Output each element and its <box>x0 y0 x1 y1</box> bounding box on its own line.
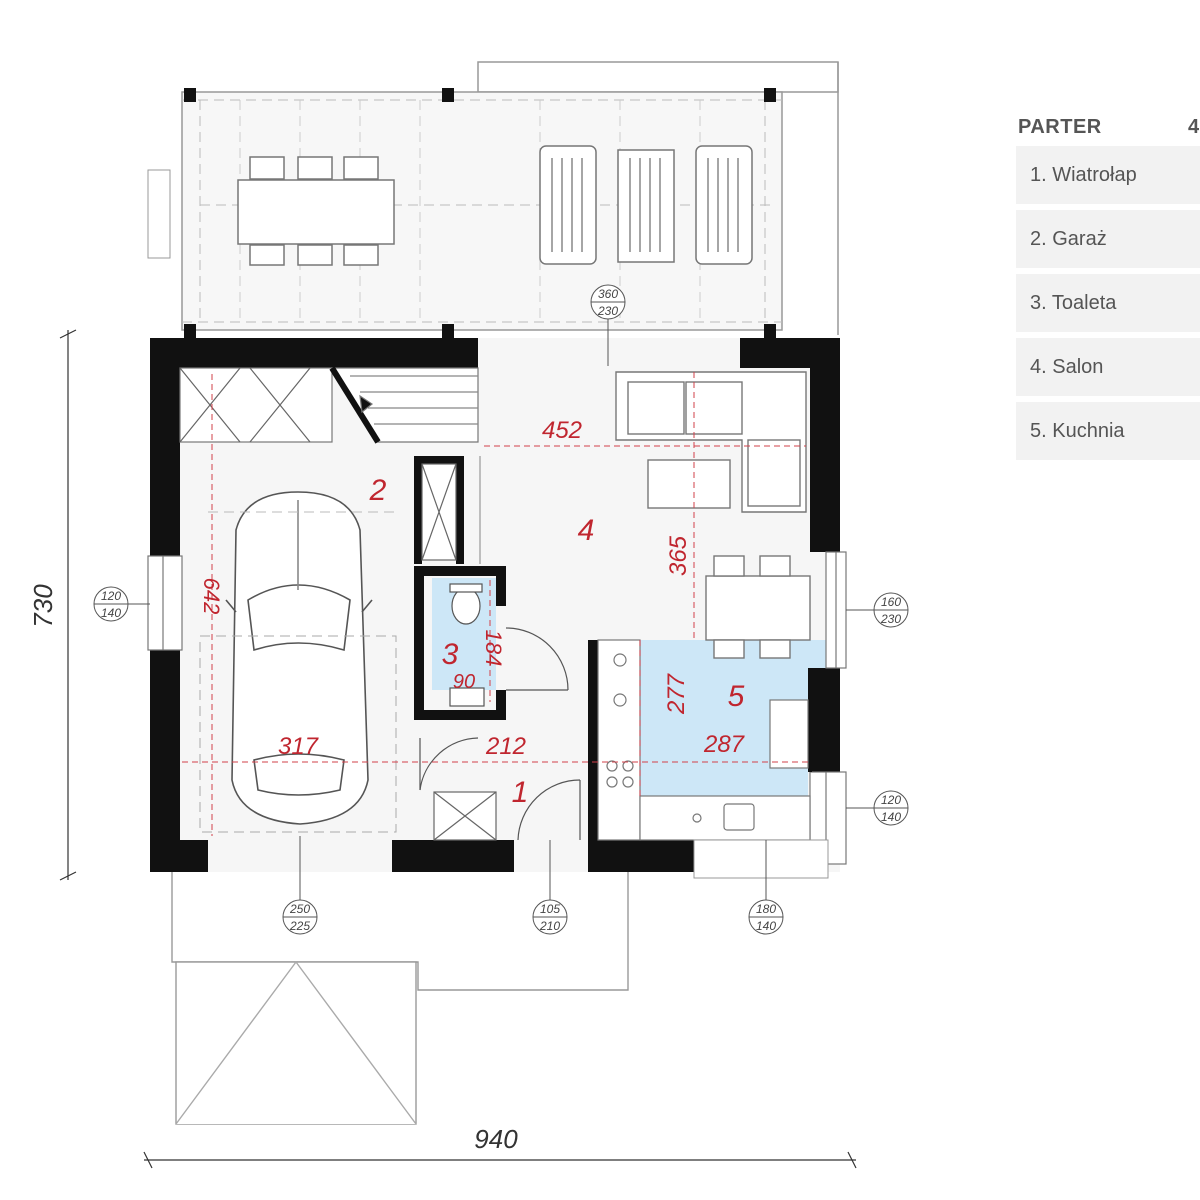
opening-entrance-door-bottom: 210 <box>539 919 560 933</box>
room-number-4: 4 <box>578 514 595 547</box>
interior-walls <box>414 456 812 872</box>
dim-garage-width: 317 <box>278 733 320 760</box>
window-openings <box>147 551 847 865</box>
coffee-table <box>647 459 731 509</box>
opening-marker-terrace-door: 360 230 <box>590 284 626 366</box>
entrance-canopy <box>171 872 629 1125</box>
opening-entrance-door-top: 105 <box>540 902 560 916</box>
opening-marker-entrance-door: 105 210 <box>532 840 568 935</box>
room-number-5: 5 <box>728 680 745 713</box>
room-label: 5. Kuchnia <box>1030 419 1125 442</box>
sun-loungers <box>539 145 753 265</box>
opening-kitchen-window-top: 120 <box>881 793 901 807</box>
dim-wc-width: 90 <box>453 671 475 693</box>
doors <box>419 456 581 841</box>
room-row: 4. Salon <box>1016 338 1200 396</box>
dim-wc-depth: 184 <box>481 630 506 667</box>
room-label: 2. Garaż <box>1030 227 1107 250</box>
terrace-dining-set <box>237 156 395 266</box>
closets <box>421 463 497 841</box>
kitchen-counter <box>597 639 811 841</box>
dim-salon-width: 452 <box>542 417 582 444</box>
room-row: 3. Toaleta <box>1016 274 1200 332</box>
floor-plan: 2 4 3 5 1 452 365 642 317 212 184 90 277… <box>28 61 909 1169</box>
room-label: 3. Toaleta <box>1030 291 1117 314</box>
opening-garage-gate-bottom: 225 <box>289 919 310 933</box>
room-table: PARTER 4 1. Wiatrołap 2. Garaż 3. Toalet… <box>1016 108 1200 466</box>
opening-dining-window-top: 160 <box>881 595 901 609</box>
level-area-partial: 4 <box>1188 115 1200 138</box>
opening-garage-window-top: 120 <box>101 589 121 603</box>
room-label: 4. Salon <box>1030 355 1104 378</box>
opening-marker-dining-window: 160 230 <box>846 592 909 628</box>
opening-kitchen-front-window-top: 180 <box>756 902 776 916</box>
opening-terrace-door-bottom: 230 <box>597 304 618 318</box>
dimension-lines <box>59 329 857 1169</box>
opening-marker-garage-gate: 250 225 <box>282 836 318 935</box>
car <box>225 491 373 825</box>
opening-garage-window-bottom: 140 <box>101 606 121 620</box>
room-number-1: 1 <box>512 776 529 809</box>
opening-kitchen-window-bottom: 140 <box>881 810 901 824</box>
dim-salon-depth: 365 <box>665 535 692 576</box>
dim-kitchen-width: 287 <box>703 731 746 758</box>
room-label: 1. Wiatrołap <box>1030 163 1137 186</box>
dim-kitchen-depth: 277 <box>663 672 690 715</box>
opening-garage-gate-top: 250 <box>289 902 310 916</box>
dim-garage-depth: 642 <box>199 578 224 615</box>
dim-hall-width: 212 <box>485 733 526 760</box>
opening-terrace-door-top: 360 <box>598 287 618 301</box>
room-table-header: PARTER 4 <box>1016 108 1200 146</box>
room-number-3: 3 <box>442 638 459 671</box>
dim-total-width: 940 <box>474 1124 518 1154</box>
opening-kitchen-front-window-bottom: 140 <box>756 919 776 933</box>
kitchen-front-bay <box>693 839 829 879</box>
opening-dining-window-bottom: 230 <box>880 612 901 626</box>
room-row: 5. Kuchnia <box>1016 402 1200 460</box>
level-label: PARTER <box>1018 115 1102 138</box>
garage-gate-outline <box>199 635 397 833</box>
toilet <box>449 583 485 707</box>
dim-total-depth: 730 <box>28 584 58 628</box>
room-row: 1. Wiatrołap <box>1016 146 1200 204</box>
sofa <box>615 371 807 513</box>
room-row: 2. Garaż <box>1016 210 1200 268</box>
room-number-2: 2 <box>369 474 387 507</box>
opening-marker-kitchen-window: 120 140 <box>846 790 909 826</box>
dining-table <box>705 555 811 659</box>
staircase <box>179 366 479 444</box>
opening-marker-garage-window: 120 140 <box>93 586 150 622</box>
opening-marker-kitchen-front-window: 180 140 <box>748 840 784 935</box>
red-dimension-lines <box>182 372 808 836</box>
